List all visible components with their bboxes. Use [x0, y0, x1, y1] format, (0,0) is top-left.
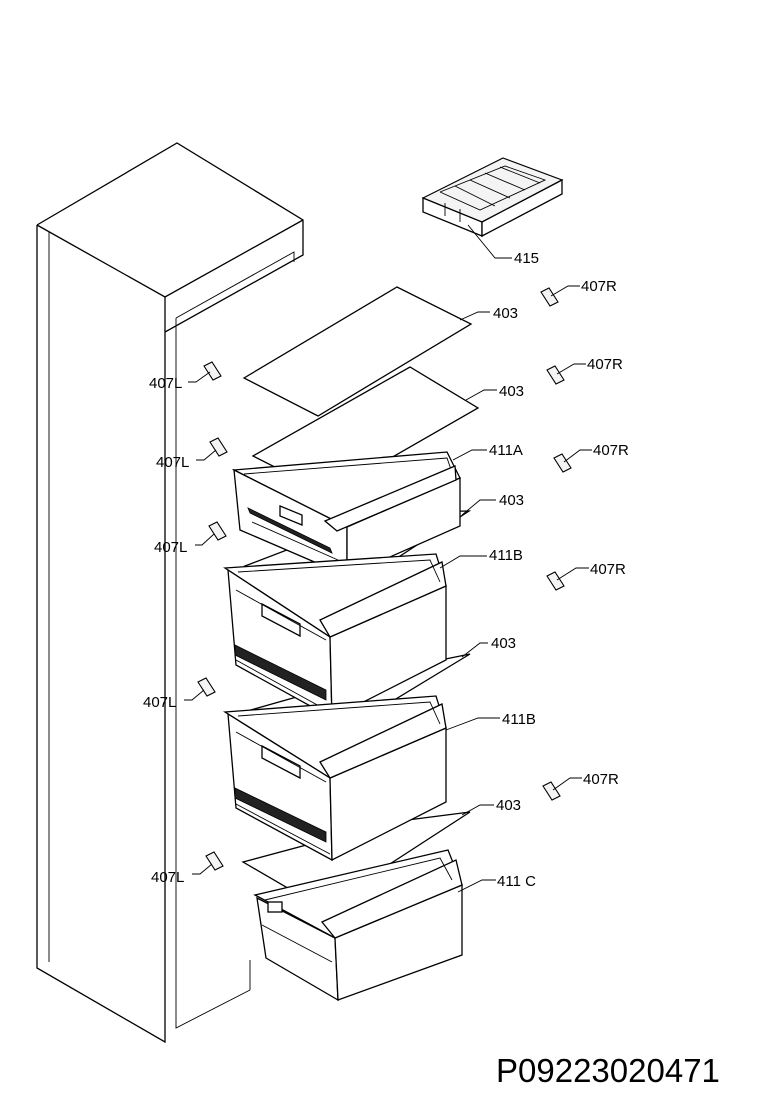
leader-411B-2: [445, 717, 500, 731]
leader-407L-3: [195, 533, 215, 546]
label-415: 415: [514, 250, 539, 267]
glass-shelf-1: [242, 286, 473, 417]
label-407R-1: 407R: [581, 278, 617, 295]
leader-407L-4: [184, 689, 205, 701]
bracket-407L-4: [197, 677, 216, 697]
leader-407L-1: [188, 371, 211, 383]
label-407R-3: 407R: [593, 442, 629, 459]
label-407L-3: 407L: [154, 539, 187, 556]
label-403-2: 403: [499, 383, 524, 400]
leader-411A: [452, 449, 487, 461]
bracket-407L-1: [203, 361, 222, 381]
label-411C: 411 C: [497, 873, 536, 890]
label-411A: 411A: [489, 442, 523, 459]
label-407L-2: 407L: [156, 454, 189, 471]
label-403-1: 403: [493, 305, 518, 322]
label-411B-2: 411B: [502, 711, 536, 728]
leader-415: [467, 224, 512, 259]
label-407L-4: 407L: [143, 694, 176, 711]
leader-403-2: [465, 389, 497, 401]
leader-407L-2: [196, 449, 217, 461]
leader-407R-5: [552, 777, 582, 791]
part-415-box: [421, 157, 564, 238]
label-407L-5: 407L: [151, 869, 184, 886]
leader-407R-4: [556, 567, 589, 581]
label-403-4: 403: [491, 635, 516, 652]
label-403-5: 403: [496, 797, 521, 814]
bracket-407R-5: [542, 781, 561, 801]
label-411B-1: 411B: [489, 547, 523, 564]
leader-403-4: [461, 642, 488, 658]
leader-407R-3: [563, 449, 592, 463]
bracket-407L-5: [205, 851, 224, 871]
document-code: P09223020471: [496, 1052, 720, 1089]
label-407R-4: 407R: [590, 561, 626, 578]
bracket-407L-3: [208, 521, 227, 541]
leader-407L-5: [192, 863, 213, 875]
bracket-407L-2: [209, 437, 228, 457]
label-407L-1: 407L: [149, 375, 182, 392]
bracket-407R-3: [553, 453, 572, 473]
bracket-407R-4: [546, 571, 565, 591]
leader-403-3: [461, 499, 496, 516]
leader-407R-2: [556, 363, 586, 375]
drawer-411B-upper: [223, 553, 447, 720]
leader-403-1: [459, 311, 490, 321]
leader-411C: [457, 879, 496, 893]
leader-411B-1: [439, 555, 487, 569]
label-407R-5: 407R: [583, 771, 619, 788]
drawer-411B-lower: [222, 695, 447, 862]
leader-403-5: [461, 804, 494, 816]
label-407R-2: 407R: [587, 356, 623, 373]
fridge-cabinet: [36, 142, 304, 1044]
leader-407R-1: [550, 285, 580, 297]
bracket-407R-2: [546, 365, 565, 385]
bracket-407R-1: [540, 287, 559, 307]
label-403-3: 403: [499, 492, 524, 509]
drawer-411C: [253, 849, 463, 1002]
